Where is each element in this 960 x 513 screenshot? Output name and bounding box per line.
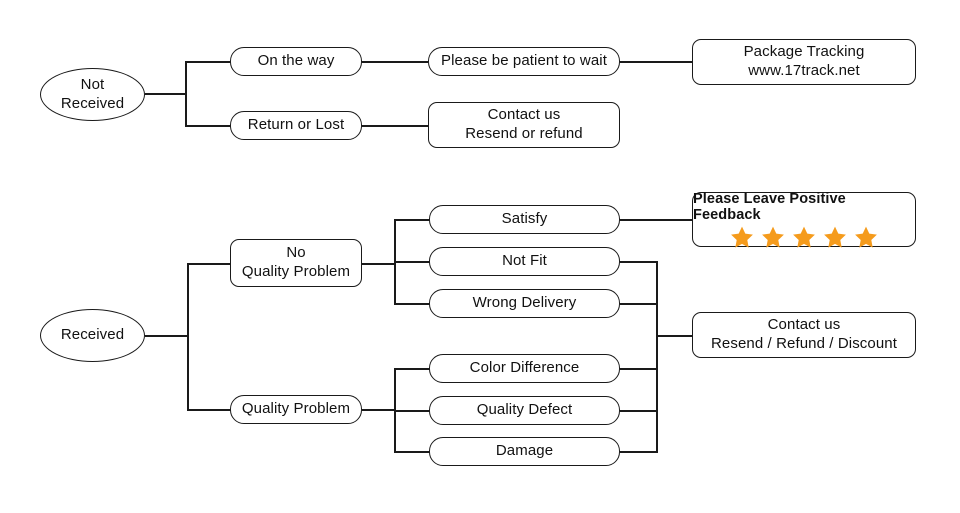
star-icon[interactable]	[823, 225, 847, 249]
connector-not-received-spine	[185, 61, 187, 126]
node-quality-defect[interactable]: Quality Defect	[429, 396, 620, 425]
node-return-or-lost[interactable]: Return or Lost	[230, 111, 362, 140]
connector-to-quality-defect	[394, 410, 430, 412]
star-icon[interactable]	[792, 225, 816, 249]
node-wrong-delivery[interactable]: Wrong Delivery	[429, 289, 620, 318]
connector-not-received-to-on-the-way	[185, 61, 231, 63]
connector-not-fit-to-merge	[620, 261, 658, 263]
connector-to-satisfy	[394, 219, 430, 221]
connector-received-to-quality-problem	[187, 409, 231, 411]
connector-return-to-contact	[362, 125, 428, 127]
connector-no-quality-problem-stem	[362, 263, 396, 265]
star-rating[interactable]	[730, 225, 878, 249]
connector-color-difference-to-merge	[620, 368, 658, 370]
node-satisfy[interactable]: Satisfy	[429, 205, 620, 234]
connector-merge-to-contact	[656, 335, 693, 337]
node-no-quality-problem[interactable]: No Quality Problem	[230, 239, 362, 287]
connector-on-the-way-to-wait	[362, 61, 428, 63]
node-color-difference[interactable]: Color Difference	[429, 354, 620, 383]
node-positive-feedback[interactable]: Please Leave Positive Feedback	[692, 190, 916, 249]
node-received[interactable]: Received	[40, 309, 145, 362]
feedback-label: Please Leave Positive Feedback	[693, 190, 846, 223]
connector-quality-defect-to-merge	[620, 410, 658, 412]
connector-damage-to-merge	[620, 451, 658, 453]
node-contact-resend-refund[interactable]: Contact us Resend or refund	[428, 102, 620, 148]
node-please-be-patient[interactable]: Please be patient to wait	[428, 47, 620, 76]
connector-to-damage	[394, 451, 430, 453]
connector-merge-spine	[656, 261, 658, 452]
node-not-received[interactable]: Not Received	[40, 68, 145, 121]
connector-to-wrong-delivery	[394, 303, 430, 305]
star-icon[interactable]	[730, 225, 754, 249]
node-on-the-way[interactable]: On the way	[230, 47, 362, 76]
node-quality-problem[interactable]: Quality Problem	[230, 395, 362, 424]
node-damage[interactable]: Damage	[429, 437, 620, 466]
connector-not-received-to-return-or-lost	[185, 125, 231, 127]
connector-received-to-no-quality-problem	[187, 263, 231, 265]
star-icon[interactable]	[761, 225, 785, 249]
connector-to-color-difference	[394, 368, 430, 370]
connector-wait-to-tracking	[620, 61, 692, 63]
connector-wrong-delivery-to-merge	[620, 303, 658, 305]
node-not-fit[interactable]: Not Fit	[429, 247, 620, 276]
node-contact-resend-refund-discount[interactable]: Contact us Resend / Refund / Discount	[692, 312, 916, 358]
connector-satisfy-to-feedback	[620, 219, 692, 221]
star-icon[interactable]	[854, 225, 878, 249]
connector-to-not-fit	[394, 261, 430, 263]
connector-not-received-trunk	[145, 93, 186, 95]
connector-quality-problem-stem	[362, 409, 396, 411]
connector-received-trunk	[145, 335, 188, 337]
connector-received-spine	[187, 263, 189, 410]
node-package-tracking[interactable]: Package Tracking www.17track.net	[692, 39, 916, 85]
